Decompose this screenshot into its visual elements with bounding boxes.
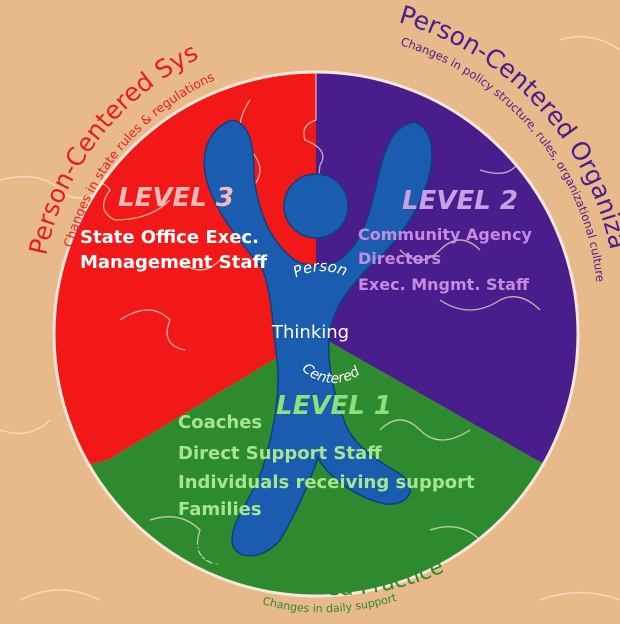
level-1-block: LEVEL 1 Coaches Direct Support Staff Ind… <box>178 391 475 520</box>
center-thinking: Thinking <box>271 322 349 343</box>
level-3-line: State Office Exec. <box>80 227 259 248</box>
level-3-block: LEVEL 3 State Office Exec. Management St… <box>80 183 267 273</box>
level-1-line: Direct Support Staff <box>178 443 382 464</box>
level-2-line: Community Agency <box>358 225 533 244</box>
level-1-line: Families <box>178 499 262 520</box>
wheel-puzzle-lines <box>59 72 561 566</box>
level-2-line: Exec. Mngmt. Staff <box>358 275 530 294</box>
person-figure-icon <box>203 119 433 557</box>
level-1-line: Coaches <box>178 412 262 433</box>
level-3-heading: LEVEL 3 <box>118 183 234 213</box>
level-2-heading: LEVEL 2 <box>402 186 518 216</box>
level-2-block: LEVEL 2 Community Agency Directors Exec.… <box>358 186 533 294</box>
level-1-line: Individuals receiving support <box>178 472 475 493</box>
wheel-rim <box>52 70 580 598</box>
practice-sector <box>54 334 578 596</box>
level-2-line: Directors <box>358 249 441 268</box>
level-1-heading: LEVEL 1 <box>276 391 392 421</box>
level-3-line: Management Staff <box>80 252 267 273</box>
